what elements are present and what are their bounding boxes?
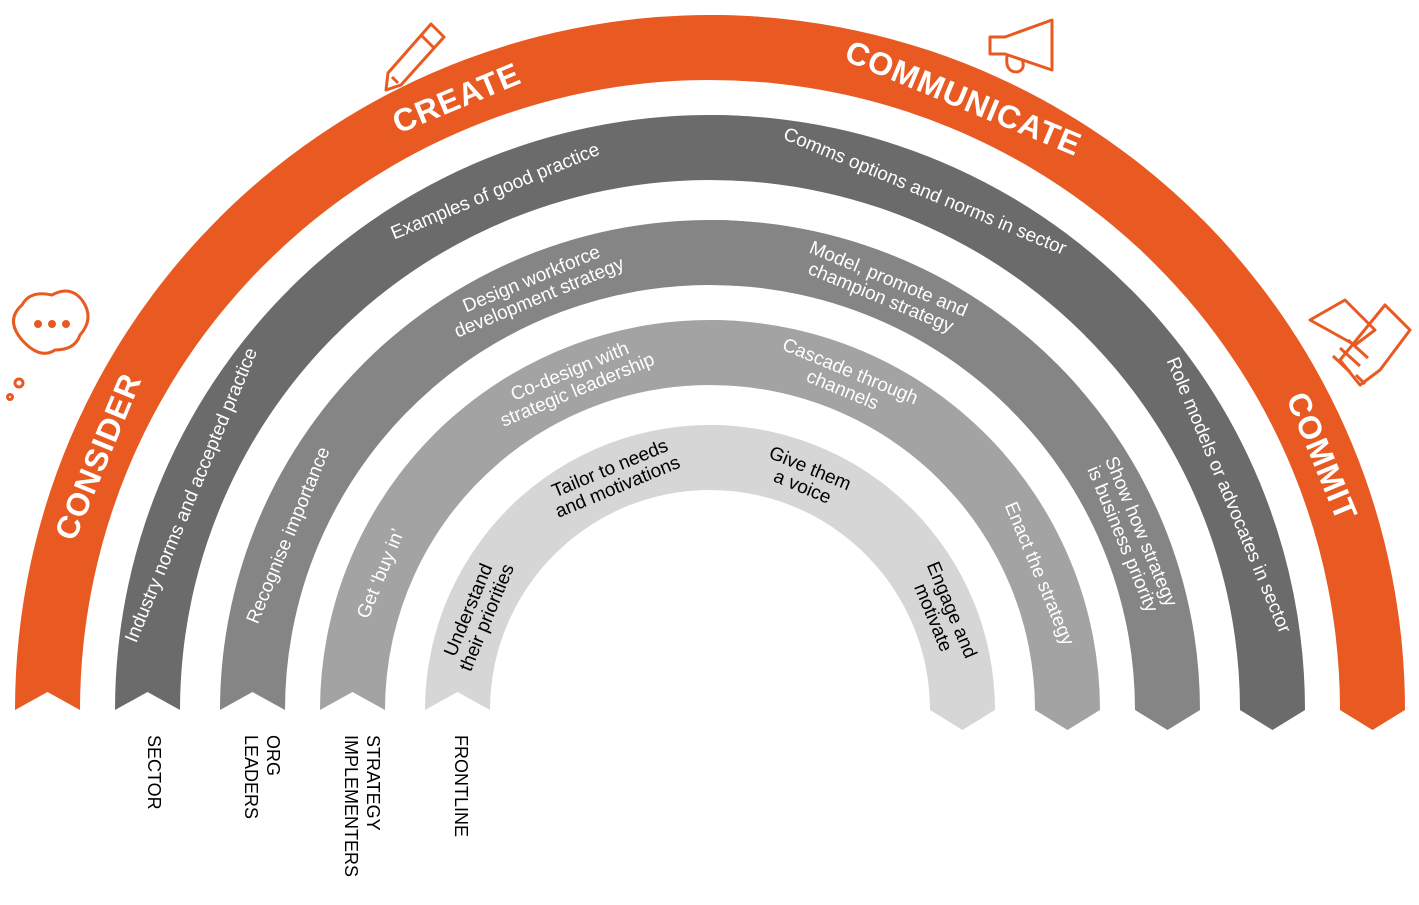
org-leaders-segment-3	[710, 220, 1080, 435]
frontline-segment-3	[710, 425, 926, 566]
level-label-3: STRATEGYIMPLEMENTERS	[341, 735, 383, 877]
frontline-segment-2	[508, 425, 746, 555]
strategy-implementers-segment-2	[434, 320, 760, 481]
level-labels: SECTOR ORGLEADERS STRATEGYIMPLEMENTERS FRON…	[144, 735, 471, 877]
level-label-1: SECTOR	[144, 735, 164, 810]
stage-segment-3	[710, 15, 1240, 312]
megaphone-icon	[988, 18, 1054, 74]
stage-segment-2	[218, 15, 803, 265]
frontline-segment-1	[425, 494, 566, 710]
handshake-icon	[1308, 298, 1412, 387]
org-leaders-segment-1	[220, 340, 435, 710]
stage-segment-1	[15, 180, 312, 710]
strategy-implementers-segment-1	[320, 415, 497, 710]
pencil-icon	[384, 22, 446, 92]
level-label-2: ORGLEADERS	[241, 735, 283, 819]
frontline-segment-4	[865, 508, 995, 730]
strategy-implementers-segment-3	[710, 320, 1005, 497]
speech-bubble-icon	[6, 289, 90, 401]
stage-segment-4	[1155, 218, 1405, 730]
level-label-4: FRONTLINE	[451, 735, 471, 837]
sector-segment-3	[710, 115, 1160, 372]
strategy-implementers-segment-4	[939, 434, 1100, 730]
sector-segment-4	[1084, 289, 1305, 730]
diagram-bands	[15, 15, 1405, 730]
org-leaders-segment-2	[363, 220, 774, 410]
sector-segment-2	[289, 115, 789, 336]
sector-segment-1	[115, 260, 372, 710]
org-leaders-segment-4	[1010, 363, 1200, 730]
